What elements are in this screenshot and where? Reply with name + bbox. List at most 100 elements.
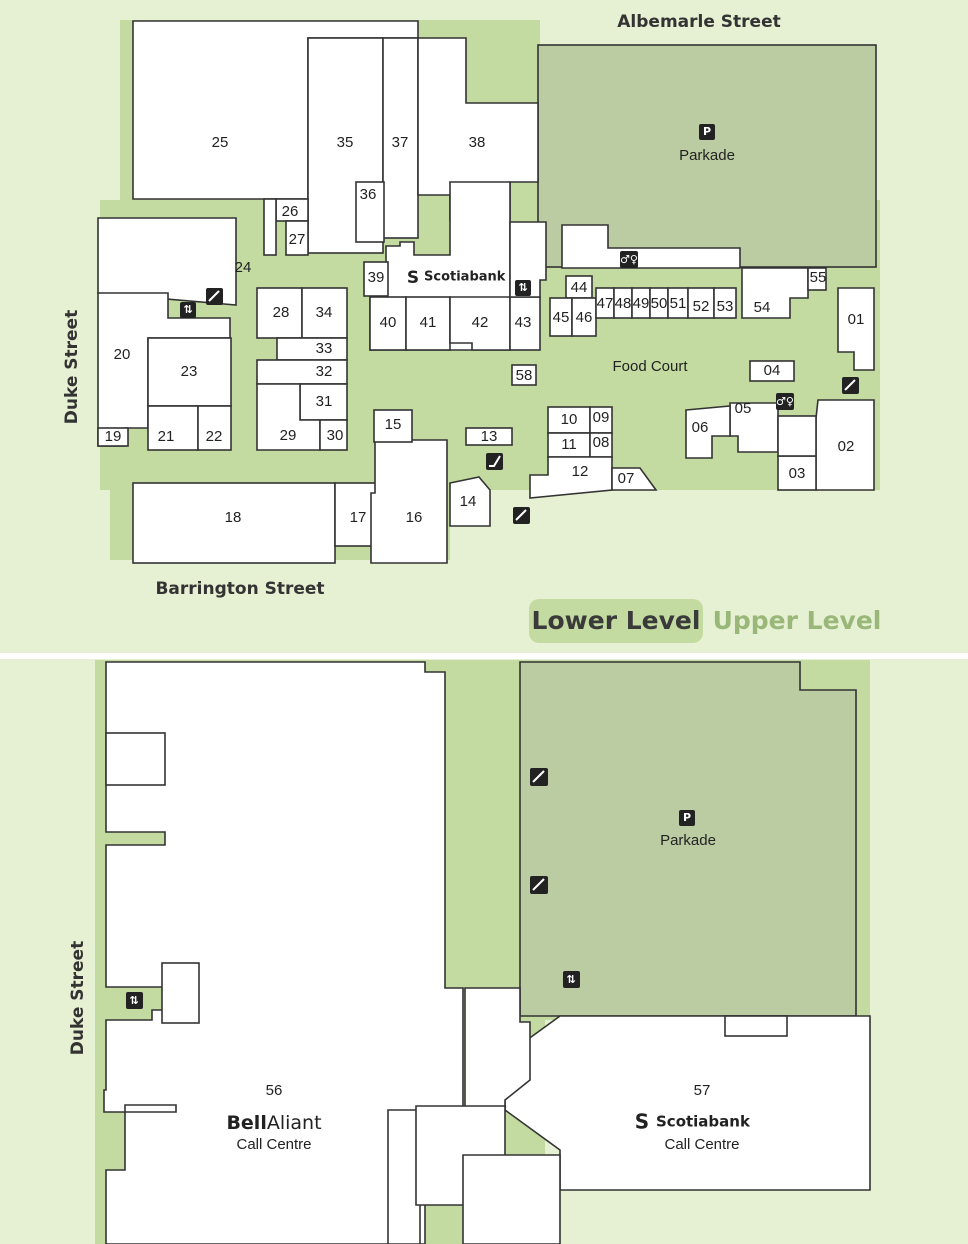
store-58[interactable] — [511, 364, 537, 386]
stairs-icon — [206, 288, 223, 305]
stairs-icon — [530, 768, 548, 786]
upper-level-map: 56 BellAliant Call Centre 57 S Scotiaban… — [68, 660, 871, 1244]
store-02[interactable] — [815, 399, 875, 491]
elevator-icon: ⇅ — [126, 992, 143, 1009]
street-duke-upper: Duke Street — [68, 941, 88, 1055]
store-39[interactable] — [363, 261, 389, 297]
store-30[interactable] — [319, 419, 348, 451]
label-41: 41 — [420, 314, 437, 331]
store-13[interactable] — [465, 427, 513, 446]
label-08: 08 — [593, 434, 610, 451]
svg-text:⇅: ⇅ — [129, 994, 138, 1007]
food-court-label: Food Court — [612, 358, 688, 375]
restroom-icon: ♂♀ — [776, 393, 794, 410]
store-12[interactable] — [529, 456, 613, 499]
label-37: 37 — [392, 134, 409, 151]
store-04[interactable] — [749, 360, 795, 382]
upper-hall-3 — [462, 1154, 561, 1244]
label-15: 15 — [385, 416, 402, 433]
label-06: 06 — [692, 419, 709, 436]
label-43: 43 — [515, 314, 532, 331]
store-55[interactable] — [807, 267, 827, 291]
store-07[interactable] — [611, 467, 658, 491]
label-47: 47 — [597, 295, 614, 312]
svg-text:♂♀: ♂♀ — [776, 395, 794, 408]
label-52: 52 — [693, 298, 710, 315]
store-18[interactable] — [132, 482, 336, 564]
store-15[interactable] — [373, 409, 413, 443]
store-32[interactable] — [256, 359, 348, 385]
elevator-icon: ⇅ — [563, 971, 580, 988]
label-56: 56 — [266, 1082, 283, 1099]
scotiabank-logo-icon: S Scotiabank — [635, 1110, 751, 1134]
store-23[interactable] — [147, 337, 232, 407]
label-19: 19 — [105, 428, 122, 445]
label-11: 11 — [561, 436, 577, 453]
label-22: 22 — [206, 428, 223, 445]
store-16[interactable] — [370, 439, 448, 564]
store-41[interactable] — [405, 296, 451, 351]
store-34[interactable] — [301, 287, 348, 339]
store-43[interactable] — [509, 296, 541, 351]
label-44: 44 — [571, 279, 588, 296]
label-27: 27 — [289, 231, 306, 248]
street-barrington: Barrington Street — [155, 579, 324, 599]
label-31: 31 — [316, 393, 333, 410]
label-30: 30 — [327, 427, 344, 444]
label-42: 42 — [472, 314, 489, 331]
label-21: 21 — [158, 428, 175, 445]
store-24[interactable] — [97, 217, 237, 306]
street-albemarle: Albemarle Street — [617, 12, 780, 32]
store-14[interactable] — [449, 476, 491, 527]
label-25: 25 — [212, 134, 229, 151]
label-20: 20 — [114, 346, 131, 363]
label-14: 14 — [460, 493, 477, 510]
elevator-icon: ⇅ — [180, 302, 196, 318]
lower-level-tab[interactable] — [529, 599, 703, 643]
svg-text:Scotiabank: Scotiabank — [424, 270, 506, 285]
label-40: 40 — [380, 314, 397, 331]
stairs-icon — [842, 377, 859, 394]
store-26-annex — [263, 198, 277, 256]
scotiabank-logo-icon: S Scotiabank — [407, 268, 506, 288]
store-40[interactable] — [369, 296, 407, 351]
unit-56-annex — [105, 732, 166, 786]
label-35: 35 — [337, 134, 354, 151]
restroom-icon: ♂♀ — [620, 251, 638, 268]
label-29: 29 — [280, 427, 297, 444]
lower-level-tab-label[interactable]: Lower Level — [532, 606, 701, 635]
label-13: 13 — [481, 428, 498, 445]
elevator-icon: ⇅ — [515, 280, 531, 296]
store-53[interactable] — [713, 287, 737, 319]
label-33: 33 — [316, 340, 333, 357]
store-03[interactable] — [777, 455, 817, 491]
store-06[interactable] — [685, 405, 731, 459]
store-01[interactable] — [837, 287, 875, 371]
label-36: 36 — [360, 186, 377, 203]
label-57: 57 — [694, 1082, 711, 1099]
svg-text:P: P — [703, 125, 711, 138]
store-27[interactable] — [285, 220, 309, 256]
store-19[interactable] — [97, 427, 129, 447]
svg-text:⇅: ⇅ — [566, 973, 575, 986]
upper-parkade-label: Parkade — [660, 832, 716, 849]
parking-icon: P — [679, 810, 695, 826]
level-divider — [0, 653, 968, 659]
label-17: 17 — [350, 509, 367, 526]
label-55: 55 — [810, 269, 827, 286]
store-21[interactable] — [147, 405, 199, 451]
lower-unit-labels: 25 35 37 38 36 26 27 24 39 40 41 42 43 2… — [105, 134, 865, 526]
store-43-annex — [509, 221, 547, 298]
upper-elevator-block — [161, 962, 200, 1024]
unit-56-bell-aliant[interactable] — [103, 661, 464, 1244]
label-49: 49 — [633, 295, 650, 312]
label-05: 05 — [735, 400, 752, 417]
store-33[interactable] — [276, 337, 348, 361]
store-36[interactable] — [355, 181, 385, 243]
bell-aliant-logo: BellAliant — [226, 1112, 321, 1134]
upper-level-tab-label[interactable]: Upper Level — [713, 606, 882, 635]
store-22[interactable] — [197, 405, 232, 451]
label-50: 50 — [651, 295, 668, 312]
label-02: 02 — [838, 438, 855, 455]
svg-text:Scotiabank: Scotiabank — [656, 1113, 751, 1131]
